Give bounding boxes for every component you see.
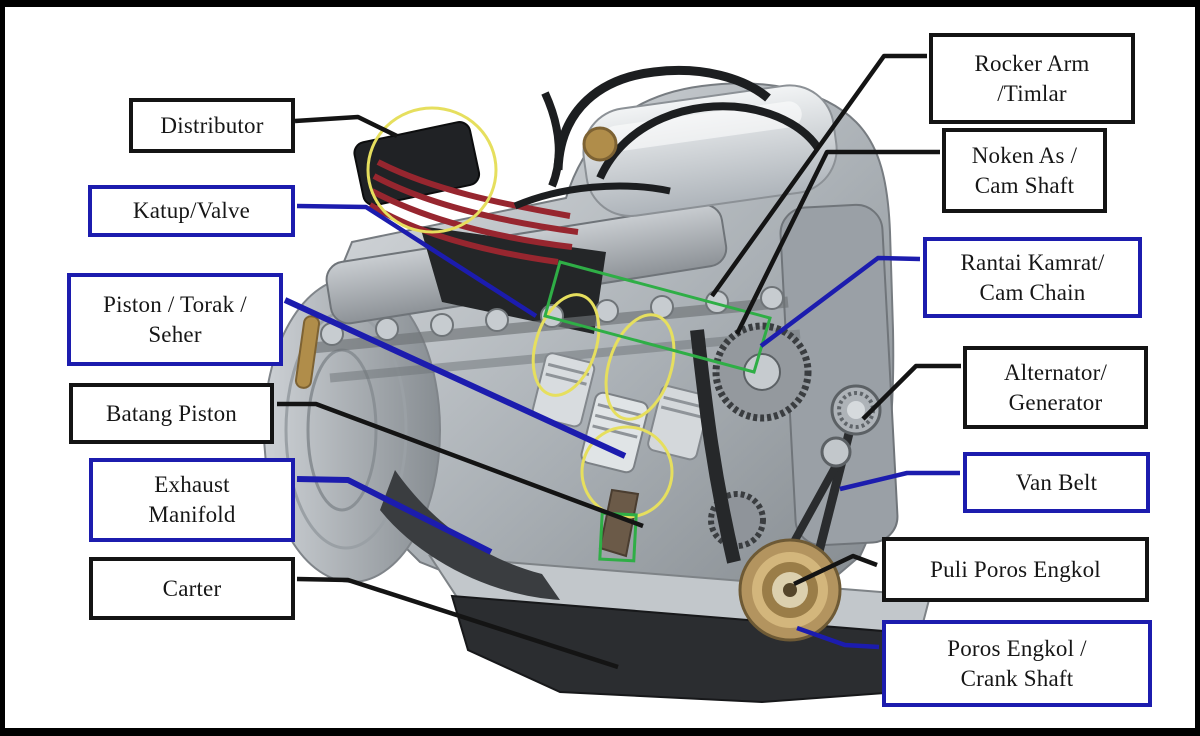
leader-van-belt	[839, 470, 960, 492]
label-carter: Carter	[89, 557, 295, 620]
leader-noken-as	[734, 149, 940, 335]
highlight-piston	[580, 425, 674, 519]
highlight-distributor	[366, 106, 498, 234]
label-van-belt: Van Belt	[963, 452, 1150, 513]
label-text: Exhaust	[154, 472, 230, 498]
label-text: Alternator/	[1003, 359, 1108, 385]
exhaust-downpipe	[380, 470, 560, 600]
label-text: /Timlar	[997, 80, 1067, 106]
highlight-cam-chain	[543, 260, 772, 374]
label-puli-poros-engkol: Puli Poros Engkol	[882, 537, 1149, 602]
label-text: Carter	[162, 575, 222, 601]
label-text: Generator	[1008, 389, 1103, 415]
pistons	[531, 352, 711, 474]
leader-poros-engkol	[796, 625, 880, 650]
leader-rocker-arm	[710, 53, 927, 298]
engine-body	[263, 65, 932, 704]
label-poros-engkol-crank-shaft: Poros Engkol / Crank Shaft	[882, 620, 1152, 707]
label-text: Cam Shaft	[974, 172, 1075, 198]
label-text: Cam Chain	[979, 279, 1086, 305]
leader-alternator	[861, 363, 961, 421]
leader-lines	[277, 53, 961, 670]
label-text: Distributor	[160, 112, 264, 138]
label-text: Rocker Arm	[974, 50, 1090, 76]
vacuum-hoses	[513, 65, 822, 210]
label-batang-piston: Batang Piston	[69, 383, 274, 444]
label-text: Katup/Valve	[132, 198, 251, 224]
label-rocker-arm-timlar: Rocker Arm/Timlar	[929, 33, 1135, 124]
label-text: Seher	[148, 321, 202, 347]
throttle-brass	[582, 126, 618, 162]
leader-puli-poros-engkol	[793, 553, 878, 587]
leader-rantai-kamrat	[759, 255, 921, 348]
dipstick-tube	[294, 315, 321, 389]
leader-distributor	[294, 114, 398, 139]
leader-carter	[296, 576, 619, 670]
label-text: Crank Shaft	[960, 665, 1074, 691]
label-text: Batang Piston	[105, 400, 238, 426]
leader-exhaust-manifold	[296, 476, 493, 555]
label-katup-valve: Katup/Valve	[88, 185, 295, 237]
label-text: Noken As /	[971, 142, 1078, 168]
label-rantai-kamrat-cam-chain: Rantai Kamrat/Cam Chain	[923, 237, 1142, 318]
tensioner-pulley	[820, 436, 852, 468]
label-noken-as-cam-shaft: Noken As / Cam Shaft	[942, 128, 1107, 213]
label-text: Van Belt	[1015, 469, 1098, 495]
highlight-valves-1	[531, 293, 601, 397]
highlight-crank-small	[598, 511, 638, 563]
highlight-marks	[366, 106, 772, 563]
label-text: Manifold	[148, 502, 236, 527]
label-text: Piston / Torak /	[103, 291, 247, 317]
crank-pulley	[738, 538, 842, 642]
label-text: Poros Engkol /	[947, 635, 1087, 661]
leader-piston	[283, 297, 627, 459]
leader-katup-valve	[296, 203, 538, 318]
label-distributor: Distributor	[129, 98, 295, 153]
label-text: Puli Poros Engkol	[930, 556, 1101, 582]
label-text: Rantai Kamrat/	[960, 249, 1105, 275]
leader-batang-piston	[277, 401, 644, 529]
highlight-valves-2	[604, 313, 676, 421]
label-alternator-generator: Alternator/Generator	[963, 346, 1148, 429]
connecting-rod	[598, 488, 640, 558]
label-piston-torak-seher: Piston / Torak / Seher	[67, 273, 283, 366]
